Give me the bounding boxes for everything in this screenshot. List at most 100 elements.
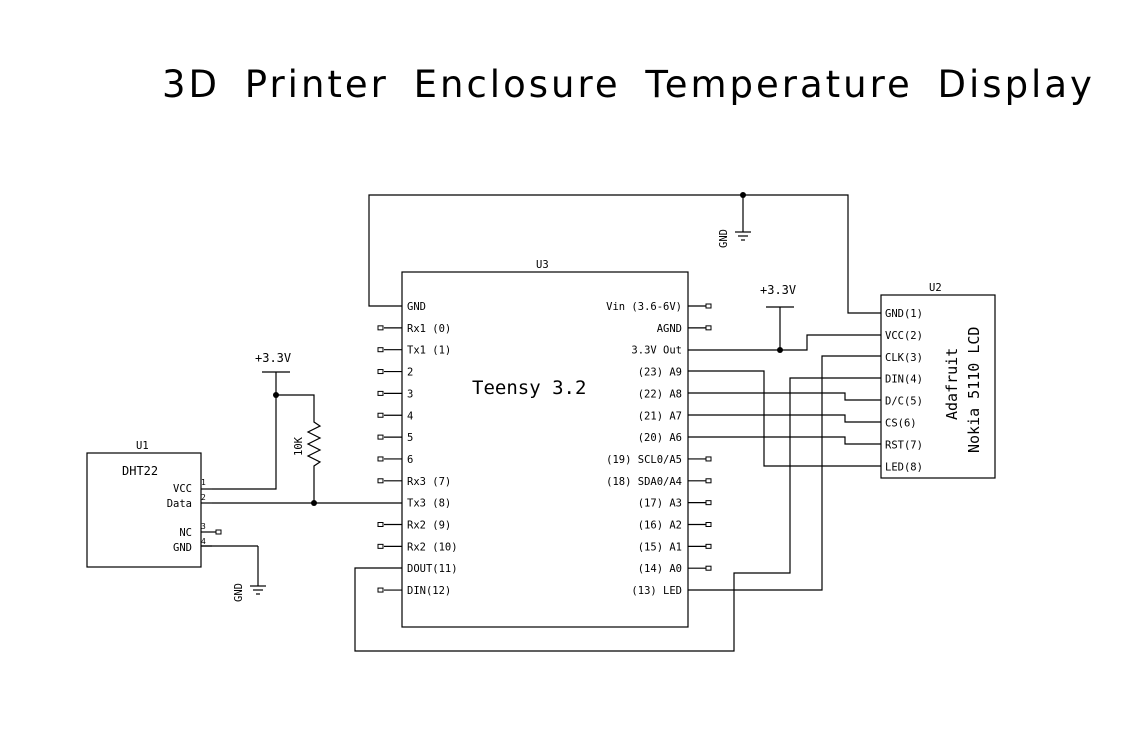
u1-pin-3-label: NC <box>179 527 192 539</box>
u3-right-pin-pad <box>705 325 712 331</box>
junction-vcc-right <box>777 347 783 353</box>
u3-right-pin-label: (22) A8 <box>638 388 682 400</box>
vcc-right-label: +3.3V <box>760 283 796 297</box>
u2-body <box>880 294 996 479</box>
u3-left-pin-pad <box>377 434 384 440</box>
wire-lcd-cs <box>688 414 881 423</box>
u1-name: DHT22 <box>122 464 158 478</box>
u3-right-pin-label: (13) LED <box>631 585 682 597</box>
u1-pin-3-num: 3 <box>201 522 206 531</box>
u3-right-pin-label: (16) A2 <box>638 520 682 532</box>
u3-right-pin-pad <box>705 522 712 527</box>
u1-pin-4-label: GND <box>173 542 192 554</box>
junction-gnd <box>740 192 746 198</box>
wire-lcd-dc <box>688 392 881 401</box>
u3-right-pin-pad <box>705 456 712 462</box>
u3-ref: U3 <box>536 259 549 271</box>
u1-dht22: U1 DHT22 VCC Data NC GND 1 2 3 4 <box>86 440 222 568</box>
u1-pin-2-num: 2 <box>201 493 206 502</box>
u3-right-pin-pad <box>705 478 712 484</box>
wire-lcd-vcc <box>688 334 881 351</box>
u3-left-pin-label: 4 <box>407 410 413 422</box>
u1-pin-3-pad <box>215 529 222 535</box>
u3-right-pin-label: (18) SDA0/A4 <box>606 476 682 488</box>
u3-left-pin-pad <box>377 369 384 375</box>
gnd-bottom-label: GND <box>233 583 245 602</box>
wire-lcd-led <box>688 370 881 467</box>
u3-left-pin-pad <box>377 456 384 462</box>
u3-left-pin-label: 5 <box>407 432 413 444</box>
u3-left-pin-pad <box>377 325 384 331</box>
u3-left-pin-label: 3 <box>407 388 413 400</box>
u3-left-pin-label: DOUT(11) <box>407 563 458 575</box>
wire-lcd-clk <box>688 355 881 591</box>
u3-left-pin-pad <box>377 347 384 353</box>
u3-left-pin-label: Tx1 (1) <box>407 345 451 357</box>
u1-pin-1-label: VCC <box>173 483 192 495</box>
u3-left-pin-pad <box>377 522 384 527</box>
u3-left-pin-label: GND <box>407 301 426 313</box>
u3-right-pin-label: Vin (3.6-6V) <box>606 301 682 313</box>
u3-right-pin-pad <box>705 543 712 549</box>
u1-pin-1-num: 1 <box>201 478 206 487</box>
u3-left-pin-pad <box>377 587 384 593</box>
u2-name-line2: Nokia 5110 LCD <box>965 327 983 453</box>
u3-right-pin-label: (23) A9 <box>638 367 682 379</box>
u2-pin-label: DIN(4) <box>885 374 923 386</box>
u3-name: Teensy 3.2 <box>472 377 586 399</box>
wire-lcd-rst <box>688 436 881 445</box>
u3-left-pin-pad <box>377 478 384 484</box>
u3-left-pin-label: Rx3 (7) <box>407 476 451 488</box>
u3-right-pin-pad <box>705 500 712 506</box>
u2-pin-label: GND(1) <box>885 308 923 320</box>
u2-pin-label: LED(8) <box>885 461 923 473</box>
u1-pin-2-label: Data <box>167 498 192 510</box>
resistor-10k: 10K <box>276 394 322 503</box>
wire-dht-vcc <box>212 395 277 490</box>
u3-right-pin-label: (15) A1 <box>638 541 682 553</box>
u1-pin-4-num: 4 <box>201 537 206 546</box>
u2-pin-label: RST(7) <box>885 439 923 451</box>
u3-left-pin-label: Tx3 (8) <box>407 498 451 510</box>
u3-left-pin-pad <box>377 543 384 549</box>
u2-name-line1: Adafruit <box>943 348 961 420</box>
u3-left-pin-pad <box>377 412 384 418</box>
junction-vcc-left <box>273 392 279 398</box>
gnd-bottom-symbol: GND <box>201 545 266 602</box>
u3-right-pin-label: (20) A6 <box>638 432 682 444</box>
u3-right-pin-label: AGND <box>657 323 682 335</box>
u3-left-pin-label: DIN(12) <box>407 585 451 597</box>
vcc-right-symbol: +3.3V <box>760 283 796 350</box>
u3-right-pin-label: (19) SCL0/A5 <box>606 454 682 466</box>
u2-ref: U2 <box>929 282 942 294</box>
u2-pin-label: D/C(5) <box>885 396 923 408</box>
u2-pins: GND(1)VCC(2)CLK(3)DIN(4)D/C(5)CS(6)RST(7… <box>885 308 923 473</box>
u3-left-pin-label: 2 <box>407 367 413 379</box>
u3-body <box>401 271 689 628</box>
u1-ref: U1 <box>136 440 149 452</box>
u3-left-pin-label: Rx2 (10) <box>407 541 458 553</box>
u3-right-pins: Vin (3.6-6V) AGND 3.3V Out (23) A9 (22) A8 (2… <box>606 301 712 597</box>
gnd-top-label: GND <box>718 229 730 248</box>
u3-right-pin-pad <box>705 303 712 309</box>
u3-left-pin-label: 6 <box>407 454 413 466</box>
wire-gnd-loop <box>368 194 881 314</box>
u2-pin-label: VCC(2) <box>885 330 923 342</box>
wire-lcd-din <box>354 377 881 652</box>
gnd-top-symbol: GND <box>718 195 751 248</box>
u1-body <box>86 452 202 568</box>
u3-right-pin-label: (17) A3 <box>638 498 682 510</box>
u2-pin-label: CLK(3) <box>885 352 923 364</box>
vcc-left-label: +3.3V <box>255 351 291 365</box>
u3-left-pin-label: Rx2 (9) <box>407 520 451 532</box>
u2-nokia-lcd: U2 GND(1)VCC(2)CLK(3)DIN(4)D/C(5)CS(6)RS… <box>880 282 996 479</box>
diagram-title: 3D Printer Enclosure Temperature Display <box>162 63 1095 106</box>
u3-right-pin-label: 3.3V Out <box>631 345 682 357</box>
junction-data <box>311 500 317 506</box>
u3-right-pin-label: (14) A0 <box>638 563 682 575</box>
resistor-value: 10K <box>293 436 305 456</box>
vcc-left-symbol: +3.3V <box>255 351 291 395</box>
